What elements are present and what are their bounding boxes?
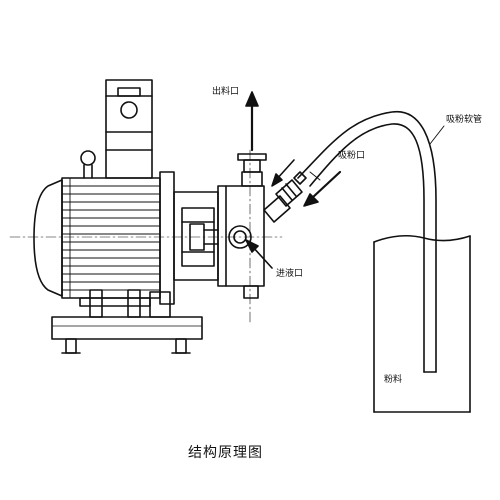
powder-container [373,234,471,413]
outlet-label: 出料口 [212,87,240,97]
motor [33,171,175,307]
suction-hose-label: 吸粉软管 [446,115,483,125]
pump-base [51,289,203,354]
liquid-inlet-arrow [245,239,273,269]
motor-cooling-fins [61,177,161,299]
outlet-arrow [245,91,259,152]
powder-inlet-adapter [263,171,307,223]
pump-housing [217,171,265,299]
powder-inlet-label: 吸粉口 [338,151,366,161]
hose-label-leader [429,125,445,145]
suction-hose [297,110,437,373]
liquid-inlet-label: 进液口 [276,269,304,279]
diagram-caption: 结构原理图 [188,445,263,461]
powder-label: 粉料 [384,375,403,385]
center-lines [9,149,283,326]
adapter-arrow [271,159,295,187]
coupling [173,191,219,281]
lifting-eye [80,150,96,179]
outlet-pipe [237,153,267,173]
terminal-box [105,79,153,179]
hose-flow-arrow [303,170,342,207]
